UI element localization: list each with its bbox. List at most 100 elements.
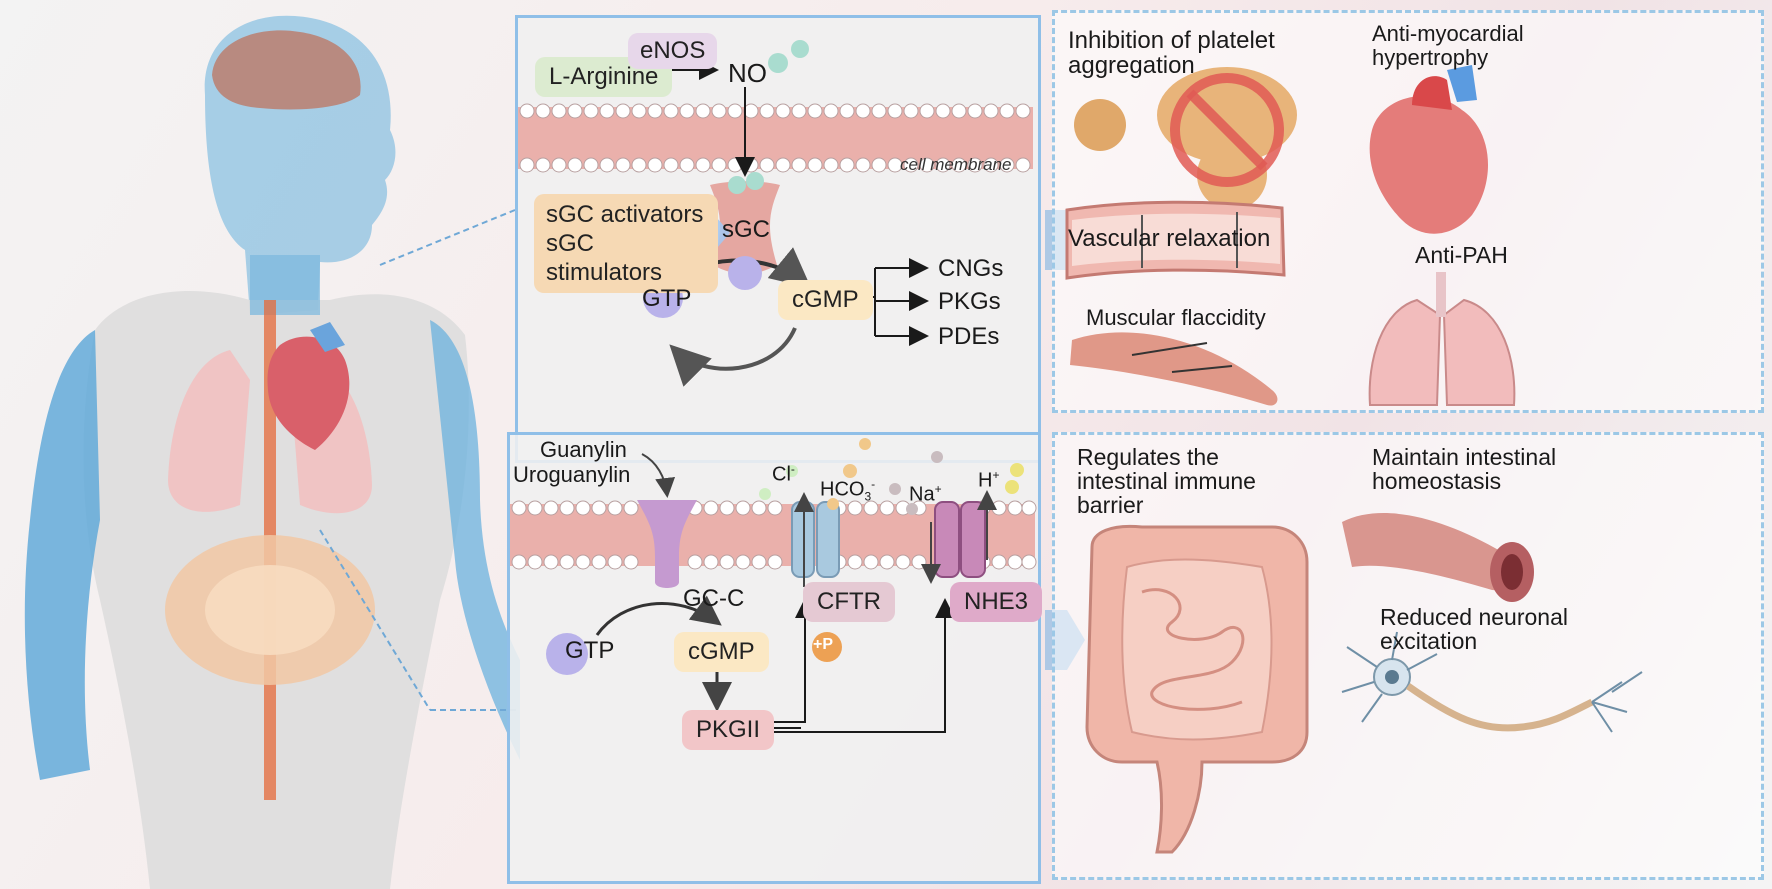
small-intestine-icon <box>1121 558 1273 741</box>
membrane-heads-bottom-bottom <box>511 554 1037 570</box>
cl-ion-ball <box>786 465 798 477</box>
nhe3-label: NHE3 <box>950 582 1043 622</box>
na-ion-ball <box>931 451 943 463</box>
sgc-label: sGC <box>722 216 770 243</box>
no-bound-ball <box>746 172 764 190</box>
platelet-icon <box>1074 99 1126 151</box>
bottom-effects-graphics <box>1085 513 1643 854</box>
heart-vessel <box>310 322 345 352</box>
effect-vascular: Vascular relaxation <box>1068 225 1271 252</box>
left-arm <box>24 330 100 780</box>
cgmp-label-bottom: cGMP <box>674 632 769 672</box>
effect-immune-barrier: Regulates the intestinal immune barrier <box>1077 444 1256 518</box>
cl-ion-label: Cl- <box>772 462 795 486</box>
pkgii-label: PKGII <box>682 710 775 750</box>
effect-homeostasis: Maintain intestinal homeostasis <box>1372 444 1557 494</box>
h-ion-ball <box>1005 480 1019 494</box>
neuron-terminals <box>1591 671 1643 733</box>
effect-muscular: Muscular flaccidity <box>1086 305 1266 330</box>
aorta <box>1412 76 1452 110</box>
ligand-arrow <box>641 453 676 498</box>
cftr-label: CFTR <box>803 582 895 622</box>
h-ion-label: H+ <box>978 468 1000 492</box>
target-pdes: PDEs <box>938 323 1000 350</box>
bottom-pathway-graphics <box>510 438 1037 733</box>
na-ion-ball <box>889 483 901 495</box>
intestines-inner <box>205 565 335 655</box>
pkgii-to-nhe3-arrow <box>765 598 955 733</box>
effect-neuronal: Reduced neuronal excitation <box>1380 604 1568 654</box>
membrane-heads-bottom <box>519 157 1031 173</box>
neuron-axon <box>1405 683 1594 732</box>
target-pkgs: PKGs <box>938 288 1001 315</box>
prohibition-icon <box>1170 73 1284 187</box>
connector-bottom <box>319 529 431 711</box>
prohibition-slash <box>1186 89 1268 171</box>
brain-icon <box>212 30 361 110</box>
right-arm <box>430 320 520 760</box>
heart-organ-icon <box>1369 96 1489 234</box>
hco3-ion-label: HCO3- <box>820 477 876 504</box>
intestinal-tube-lumen <box>1501 554 1523 590</box>
gtp-label-top: GTP <box>642 285 692 312</box>
connector-top <box>379 209 516 266</box>
cgmp-return-arc <box>669 327 797 387</box>
intestinal-tube-icon <box>1342 513 1522 592</box>
left-lung <box>168 350 250 512</box>
effect-pah: Anti-PAH <box>1415 242 1508 268</box>
sgc-protein <box>710 181 780 274</box>
cftr-channel-half <box>816 501 840 578</box>
sgc-activators-label: sGC activators <box>546 201 704 228</box>
na-ion-ball <box>906 503 918 515</box>
intestine-loops <box>1141 588 1245 711</box>
sgc-modulators-box: sGC activators sGC stimulators <box>534 194 718 293</box>
phosphate-ball <box>812 632 842 662</box>
gtp-label-bottom: GTP <box>565 637 615 664</box>
cell-membrane-label: cell membrane <box>900 155 1012 174</box>
top-pathway-graphics <box>518 40 1033 387</box>
sgc-stimulators-label: sGC stimulators <box>546 230 663 286</box>
gtp-ball-bottom <box>546 633 588 675</box>
target-cngs: CNGs <box>938 255 1004 282</box>
hco3-ion-ball <box>827 498 839 510</box>
pulmonary-vessel <box>1447 65 1477 102</box>
cl-ion-ball <box>759 488 771 500</box>
phosphate-label: +P <box>813 636 834 653</box>
guanylin-label: Guanylin <box>540 437 627 462</box>
enos-label: eNOS <box>628 33 718 69</box>
membrane-heads-top-bottom <box>511 500 1037 516</box>
pkgii-to-cftr-arrow <box>765 598 815 723</box>
gcc-label: GC-C <box>683 585 745 612</box>
effect-platelet: Inhibition of platelet aggregation <box>1068 27 1275 79</box>
lungs-icon-right <box>1442 298 1516 406</box>
neuron-dendrites <box>1341 631 1438 723</box>
neck <box>250 255 320 315</box>
no-molecule-ball <box>791 40 809 58</box>
muscle-arrow <box>1171 365 1233 373</box>
human-body-illustration <box>24 15 520 889</box>
uroguanylin-label: Uroguanylin <box>513 462 631 487</box>
hco3-ion-ball <box>859 438 871 450</box>
sgc-cofactor-ball <box>728 256 762 290</box>
blood-vessel-lumen <box>1072 213 1280 266</box>
na-ion-label: Na+ <box>909 482 942 506</box>
no-label: NO <box>728 58 767 88</box>
no-bound-ball <box>728 176 746 194</box>
nhe3-channel <box>934 501 960 578</box>
h-ion-ball <box>1010 463 1024 477</box>
top-effects-graphics <box>1065 65 1516 406</box>
lungs-icon <box>1368 298 1442 406</box>
hco3-ion-ball <box>843 464 857 478</box>
nhe3-channel-half <box>960 501 986 578</box>
no-molecule-ball <box>768 53 788 73</box>
heart-icon <box>267 336 350 450</box>
neuron-nucleus <box>1385 670 1399 684</box>
trachea <box>1436 272 1446 317</box>
muscle-icon <box>1070 332 1278 406</box>
gcc-receptor <box>637 500 697 588</box>
gtp-to-cgmp-arc-bottom <box>595 595 722 636</box>
muscle-arrow <box>1131 342 1208 356</box>
effect-myocardial: Anti-myocardial hypertrophy <box>1372 21 1524 70</box>
cgmp-label-top: cGMP <box>778 280 873 320</box>
membrane-heads-top <box>519 103 1031 119</box>
